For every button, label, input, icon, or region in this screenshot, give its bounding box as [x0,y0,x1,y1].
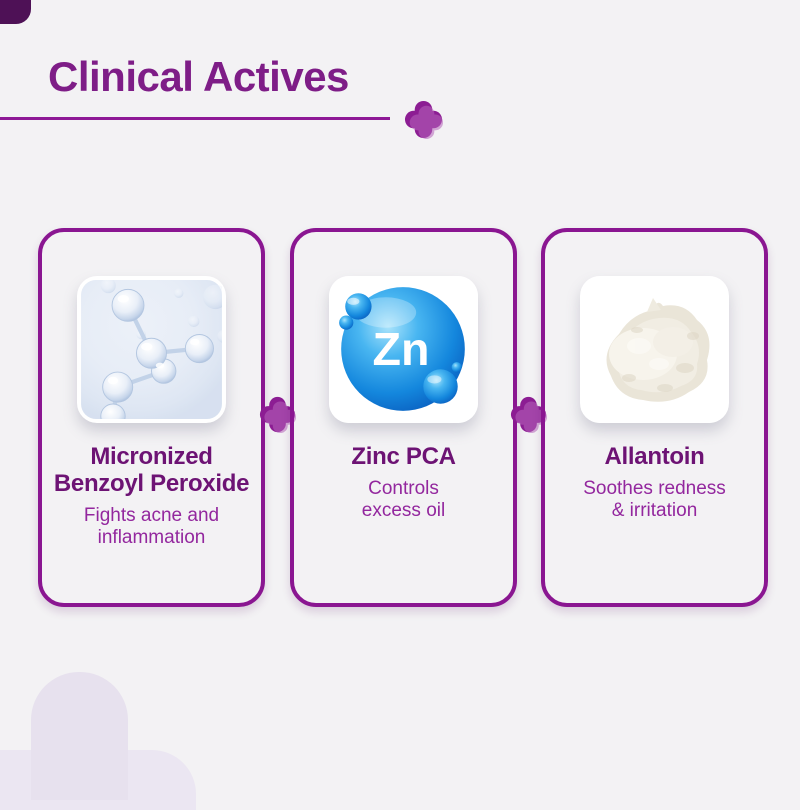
ingredient-benefit: Fights acne and inflammation [84,505,219,549]
watermark-plus-horizontal-arm [0,750,196,810]
ingredient-benefit: Soothes redness & irritation [583,478,726,522]
ingredient-benefit: Controls excess oil [362,478,445,522]
zinc-image: Zn [329,276,478,423]
ingredient-card-allantoin: Allantoin Soothes redness & irritation [541,228,768,607]
corner-accent-shape [0,0,31,24]
ingredient-benefit-line-1: Soothes redness [583,477,726,499]
powder-pile-icon [581,276,728,423]
ingredient-card-zinc-pca: Zn Zinc PCA Controls excess oil [290,228,517,607]
ingredient-benefit-line-2: & irritation [611,499,698,521]
powder-image [580,276,729,423]
ingredient-name-line-1: Allantoin [604,443,705,470]
ingredient-name-line-2: Benzoyl Peroxide [53,469,250,497]
molecule-3d-icon [81,280,222,419]
ingredient-name-line-1: Zinc PCA [351,443,456,470]
molecule-image [77,276,226,423]
ingredient-name: Zinc PCA [351,443,456,471]
watermark-plus-vertical-arm [31,672,128,800]
ingredient-card-benzoyl-peroxide: Micronized Benzoyl Peroxide Fights acne … [38,228,265,607]
zinc-sphere-icon: Zn [329,276,478,423]
ingredient-name-line-1: Micronized [90,443,213,470]
ingredient-name: Allantoin [604,443,705,471]
plus-cross-icon [404,100,443,139]
title-underline [0,117,390,120]
zinc-symbol-label: Zn [372,323,429,375]
ingredient-benefit-line-1: Controls [368,477,439,499]
ingredient-benefit-line-2: excess oil [361,499,446,521]
page-title: Clinical Actives [48,53,349,100]
ingredient-benefit-line-2: inflammation [97,526,206,548]
ingredient-name: Micronized Benzoyl Peroxide [53,443,250,498]
ingredient-benefit-line-1: Fights acne and [83,504,220,526]
